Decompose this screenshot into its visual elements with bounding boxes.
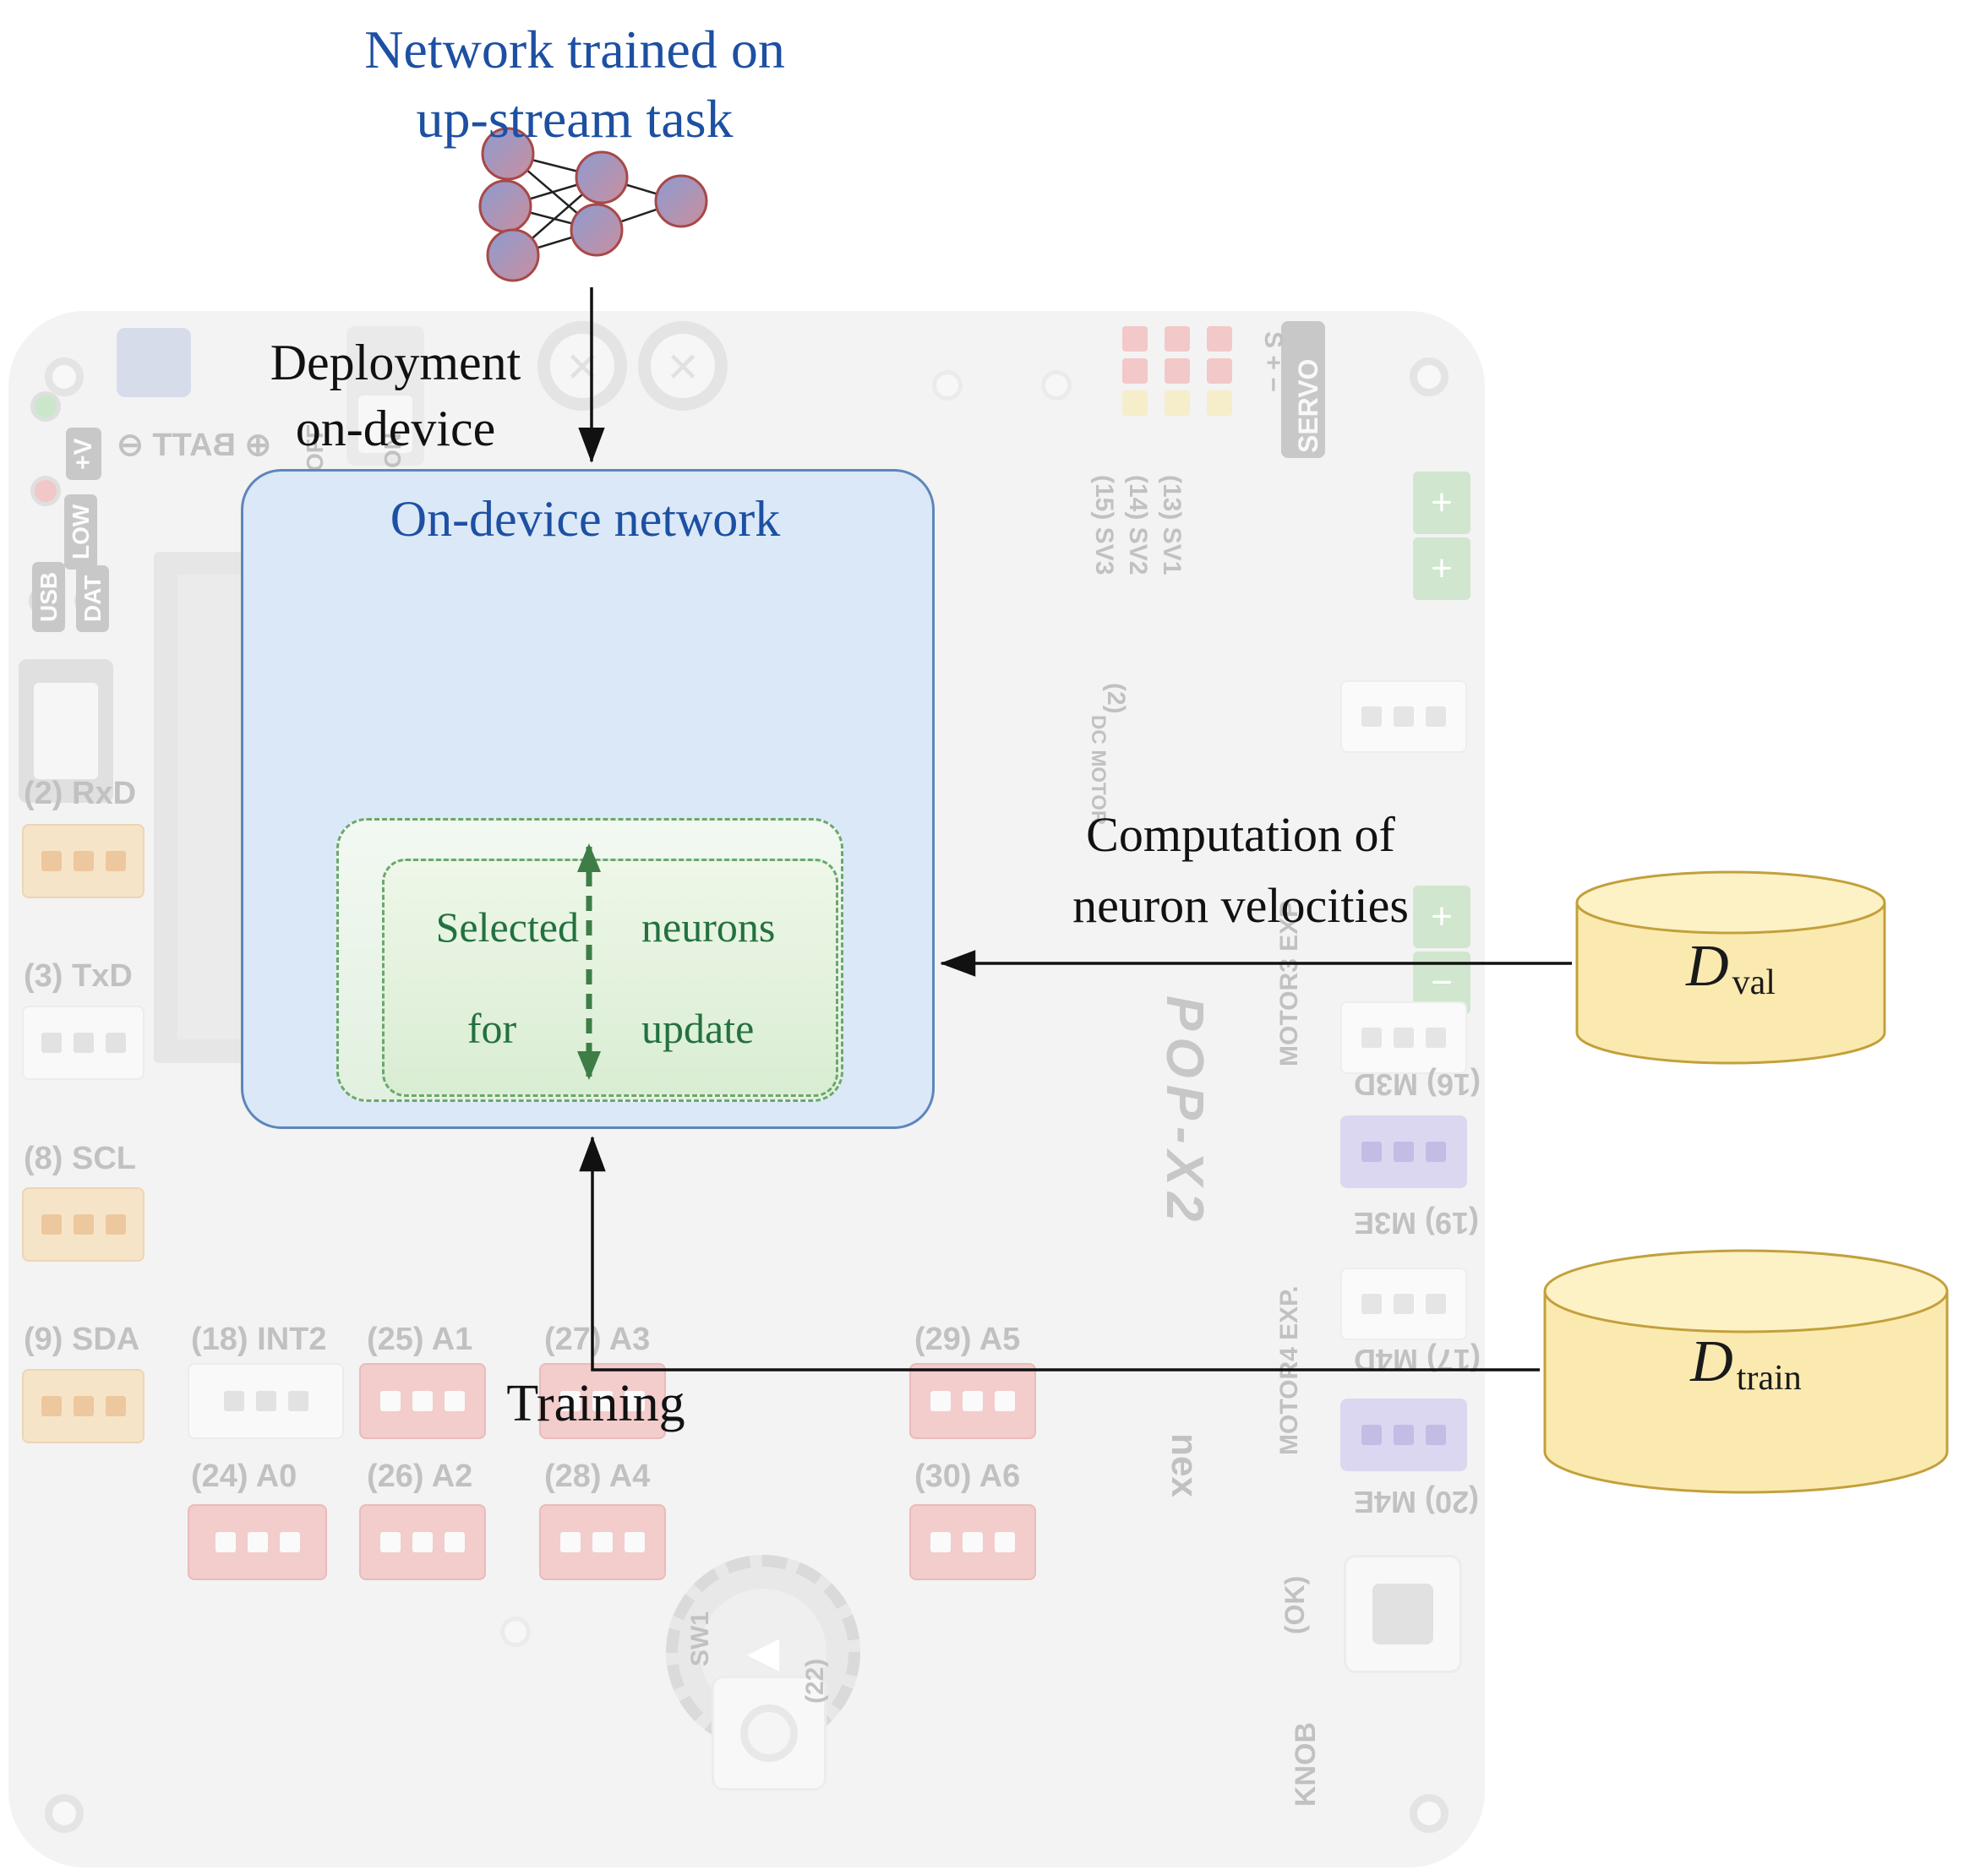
board-button-ok [1344,1555,1462,1673]
board-connector [1340,680,1467,753]
board-label: (22) [801,1658,829,1704]
board-power-switch-knob [358,395,412,453]
board-header-pin [1207,326,1232,352]
board-label: KNOB [1290,1721,1322,1807]
board-dot [932,370,963,401]
selected-label-bottom-right: update [641,1005,755,1052]
board-connector [188,1363,344,1439]
board-header-pin [1122,390,1148,416]
board-connector [1340,1399,1467,1471]
board-screw-terminal: + [1413,886,1470,948]
dval-label: Dval [1604,933,1858,1002]
board-header-pin [1207,390,1232,416]
deployment-label-line1: Deployment [270,335,521,390]
board-label: S + − [1259,331,1287,392]
board-button-ok-cap [1372,1584,1433,1644]
board-label: +V [66,428,101,480]
board-connector [909,1504,1036,1580]
board-header-pin [1207,358,1232,384]
board-label: (8) SCL [24,1141,136,1176]
computation-label-line2: neuron velocities [1072,878,1409,933]
board-label: (19) M3E [1354,1205,1480,1241]
board-label: (30) A6 [914,1459,1021,1494]
board-header-pin [1165,326,1190,352]
on-device-network-title: On-device network [390,491,781,547]
board-label: POP-X2 [1155,995,1214,1229]
board-screw [45,357,84,396]
board-label: nex [1164,1433,1205,1497]
board-connector [359,1363,486,1439]
board-screw [1410,1794,1448,1833]
board-label: SERVO [1293,358,1323,453]
board-label: (17) M4D [1354,1342,1481,1377]
selected-label-top-right: neurons [641,903,776,951]
board-screw [1410,357,1448,396]
board-label: (29) A5 [914,1322,1021,1357]
board-trimmer [117,328,191,397]
board-header-pin [1165,358,1190,384]
board-label: (OK) [1279,1575,1310,1634]
board-connector [539,1504,666,1580]
figure-title: Network trained on up-stream task [279,15,870,154]
board-led-green [30,391,61,422]
board-label: LOW [64,494,98,570]
board-label: (18) INT2 [191,1322,327,1357]
board-dot [500,1617,531,1647]
board-usb-port-inner [34,683,98,779]
board-label: (24) A0 [191,1459,297,1494]
board-label: (26) A2 [367,1459,473,1494]
board-connector [188,1504,327,1580]
board-connector [22,824,145,898]
board-connector [1340,1001,1467,1074]
figure-title-line1: Network trained on [364,19,785,79]
board-label: DAT [76,564,110,632]
selected-label-top-left: Selected [435,903,579,951]
computation-label-line1: Computation of [1086,807,1395,862]
board-connector [539,1363,666,1439]
board-screw-terminal: + [1413,472,1470,534]
board-connector [22,1369,145,1443]
board-label: (3) TxD [24,958,133,994]
board-label: (20) M4E [1354,1484,1480,1519]
board-label: (2) RxD [24,776,137,811]
board-button-sw1-cap [740,1704,798,1762]
board-dot [1041,370,1072,401]
board-label: SW1 [686,1611,714,1666]
board-header-pin [1122,358,1148,384]
dtrain-subscript: train [1736,1359,1802,1398]
figure-title-line2: up-stream task [416,89,734,149]
deployment-label-line2: on-device [295,401,496,456]
board-label: (16) M3D [1354,1066,1481,1102]
board-label: USB [32,561,66,632]
board-screw-terminal: + [1413,537,1470,600]
board-connector [909,1363,1036,1439]
board-label: (25) A1 [367,1322,473,1357]
board-header-pin [1122,326,1148,352]
board-label: (14) SV2 [1124,475,1152,575]
board-label: (15) SV3 [1090,475,1118,575]
board-servo-tab [1281,321,1325,458]
board-label: (9) SDA [24,1322,140,1357]
computation-label: Computation of neuron velocities [996,799,1486,941]
dtrain-label: Dtrain [1602,1328,1890,1398]
training-label: Training [506,1375,685,1432]
board-screw [45,1794,84,1833]
dval-subscript: val [1732,963,1776,1002]
board-connector [22,1187,145,1262]
board-led-red [30,476,61,506]
board-connector [359,1504,486,1580]
selected-label-bottom-left: for [466,1005,517,1052]
board-labels: (2) RxD (3) TxD (8) SCL (9) SDA (18) INT2 (25… [8,311,1485,1868]
board-label: (13) SV1 [1158,475,1186,575]
board-label: (2) [1102,683,1130,714]
board-header-pin [1165,390,1190,416]
board-label: (27) A3 [544,1322,651,1357]
dval-symbol: D [1686,934,1729,999]
selected-neurons-inner-box: Selected neurons for update [382,859,838,1097]
board-label: (28) A4 [544,1459,651,1494]
board-label: MOTOR4 EXP. [1275,1285,1303,1455]
board-connector [22,1006,145,1080]
dtrain-symbol: D [1690,1329,1733,1394]
deployment-label: Deployment on-device [201,330,590,461]
